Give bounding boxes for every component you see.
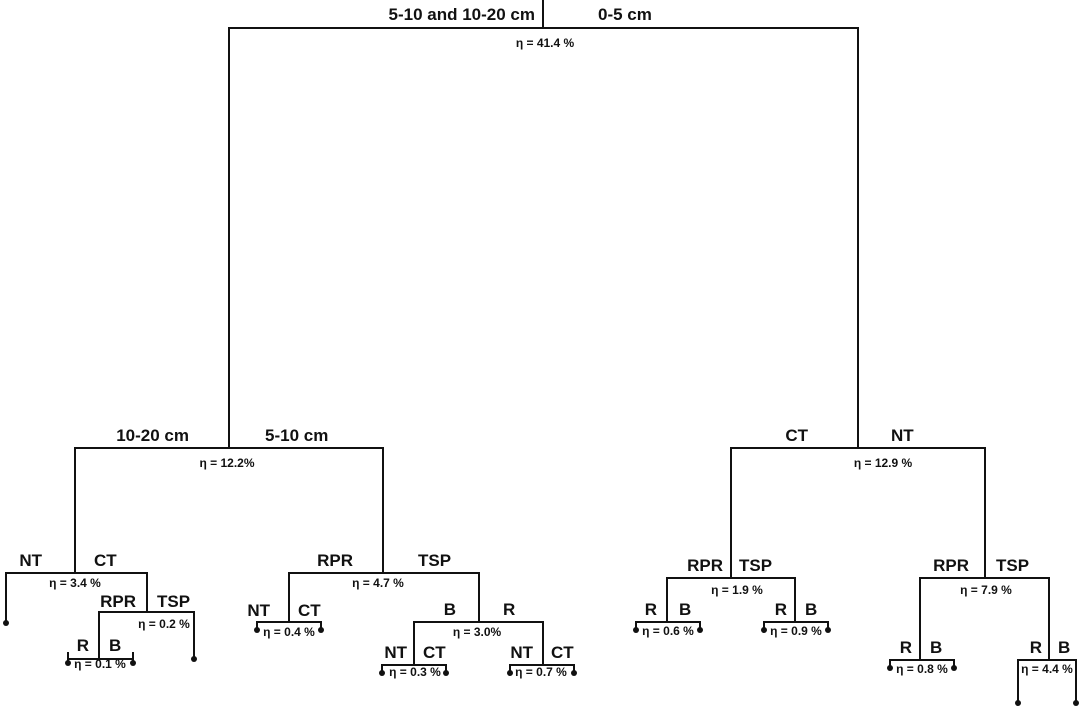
510-tsp-fert-eta-label: η = 3.0% bbox=[453, 625, 502, 639]
depth-eta-label: η = 12.2% bbox=[199, 456, 254, 470]
leaf-dot bbox=[130, 660, 136, 666]
510-rpr-tillage-right-label: CT bbox=[298, 601, 321, 620]
node-1020-tillage: NT CT η = 3.4 % bbox=[3, 551, 148, 626]
root-right-label: 0-5 cm bbox=[598, 5, 652, 24]
1020-ct-rpr-fert-right-label: B bbox=[109, 636, 121, 655]
05-nt-tsp-fert-eta-label: η = 4.4 % bbox=[1021, 662, 1073, 676]
05-nt-tsp-fert-right-label: B bbox=[1058, 638, 1070, 657]
510-tsp-r-tillage-right-label: CT bbox=[551, 643, 574, 662]
1020-ct-residue-left-label: RPR bbox=[100, 592, 136, 611]
05-ct-residue-right-label: TSP bbox=[739, 556, 772, 575]
leaf-dot bbox=[697, 627, 703, 633]
1020-tillage-left-label: NT bbox=[19, 551, 42, 570]
05-nt-residue-left-label: RPR bbox=[933, 556, 969, 575]
leaf-dot bbox=[379, 670, 385, 676]
510-tsp-fert-left-label: B bbox=[444, 600, 456, 619]
node-510-rpr-tillage: NT CT η = 0.4 % bbox=[247, 601, 324, 639]
05-tillage-eta-label: η = 12.9 % bbox=[854, 456, 913, 470]
leaf-dot bbox=[443, 670, 449, 676]
leaf-dot bbox=[887, 665, 893, 671]
510-rpr-tillage-eta-label: η = 0.4 % bbox=[263, 625, 315, 639]
1020-ct-rpr-fert-eta-label: η = 0.1 % bbox=[74, 657, 126, 671]
leaf-dot bbox=[507, 670, 513, 676]
node-1020-ct-rpr-fert: R B η = 0.1 % bbox=[65, 636, 136, 671]
node-510-tsp-fert: B R η = 3.0% bbox=[413, 600, 544, 666]
node-510-residue: RPR TSP η = 4.7 % bbox=[288, 551, 480, 623]
510-tsp-fert-right-label: R bbox=[503, 600, 515, 619]
05-ct-rpr-fert-eta-label: η = 0.6 % bbox=[642, 624, 694, 638]
510-residue-right-label: TSP bbox=[418, 551, 451, 570]
510-tsp-b-tillage-right-label: CT bbox=[423, 643, 446, 662]
1020-ct-residue-right-label: TSP bbox=[157, 592, 190, 611]
510-tsp-r-tillage-left-label: NT bbox=[510, 643, 533, 662]
root-eta-label: η = 41.4 % bbox=[516, 36, 575, 50]
node-510-tsp-b-tillage: NT CT η = 0.3 % bbox=[379, 643, 449, 679]
node-05-nt-residue: RPR TSP η = 7.9 % bbox=[919, 556, 1050, 661]
05-nt-residue-eta-label: η = 7.9 % bbox=[960, 583, 1012, 597]
05-ct-tsp-fert-eta-label: η = 0.9 % bbox=[770, 624, 822, 638]
leaf-dot bbox=[318, 627, 324, 633]
leaf-dot bbox=[825, 627, 831, 633]
leaf-dot bbox=[633, 627, 639, 633]
05-ct-rpr-fert-left-label: R bbox=[645, 600, 657, 619]
node-510-tsp-r-tillage: NT CT η = 0.7 % bbox=[507, 643, 577, 679]
leaf-dot bbox=[254, 627, 260, 633]
node-1020-ct-residue: RPR TSP η = 0.2 % bbox=[98, 592, 197, 662]
node-root: 5-10 and 10-20 cm 0-5 cm η = 41.4 % bbox=[228, 0, 859, 449]
node-05-ct-rpr-fert: R B η = 0.6 % bbox=[633, 600, 703, 638]
node-05-nt-tsp-fert: R B η = 4.4 % bbox=[1015, 638, 1079, 706]
05-ct-residue-left-label: RPR bbox=[687, 556, 723, 575]
leaf-dot bbox=[1015, 700, 1021, 706]
510-residue-left-label: RPR bbox=[317, 551, 353, 570]
node-05-ct-residue: RPR TSP η = 1.9 % bbox=[666, 556, 796, 623]
1020-ct-residue-eta-label: η = 0.2 % bbox=[138, 617, 190, 631]
1020-tillage-right-label: CT bbox=[94, 551, 117, 570]
510-tsp-b-tillage-eta-label: η = 0.3 % bbox=[389, 665, 441, 679]
05-ct-tsp-fert-right-label: B bbox=[805, 600, 817, 619]
node-depth-split: 10-20 cm 5-10 cm η = 12.2% bbox=[74, 426, 384, 574]
05-nt-rpr-fert-left-label: R bbox=[900, 638, 912, 657]
1020-ct-rpr-fert-left-label: R bbox=[77, 636, 89, 655]
510-tsp-r-tillage-eta-label: η = 0.7 % bbox=[515, 665, 567, 679]
05-ct-tsp-fert-left-label: R bbox=[775, 600, 787, 619]
05-nt-tsp-fert-left-label: R bbox=[1030, 638, 1042, 657]
leaf-dot bbox=[65, 660, 71, 666]
depth-left-label: 10-20 cm bbox=[116, 426, 189, 445]
05-ct-residue-eta-label: η = 1.9 % bbox=[711, 583, 763, 597]
node-05-tillage: CT NT η = 12.9 % bbox=[730, 426, 986, 579]
root-left-label: 5-10 and 10-20 cm bbox=[389, 5, 535, 24]
05-nt-rpr-fert-eta-label: η = 0.8 % bbox=[896, 662, 948, 676]
leaf-dot bbox=[571, 670, 577, 676]
node-05-nt-rpr-fert: R B η = 0.8 % bbox=[887, 638, 957, 676]
1020-tillage-eta-label: η = 3.4 % bbox=[49, 576, 101, 590]
510-tsp-b-tillage-left-label: NT bbox=[384, 643, 407, 662]
leaf-dot bbox=[191, 656, 197, 662]
510-rpr-tillage-left-label: NT bbox=[247, 601, 270, 620]
05-tillage-left-label: CT bbox=[785, 426, 808, 445]
05-ct-rpr-fert-right-label: B bbox=[679, 600, 691, 619]
leaf-dot bbox=[1073, 700, 1079, 706]
leaf-dot bbox=[951, 665, 957, 671]
510-residue-eta-label: η = 4.7 % bbox=[352, 576, 404, 590]
depth-right-label: 5-10 cm bbox=[265, 426, 328, 445]
leaf-dot bbox=[3, 620, 9, 626]
leaf-dot bbox=[761, 627, 767, 633]
05-nt-residue-right-label: TSP bbox=[996, 556, 1029, 575]
node-05-ct-tsp-fert: R B η = 0.9 % bbox=[761, 600, 831, 638]
05-nt-rpr-fert-right-label: B bbox=[930, 638, 942, 657]
05-tillage-right-label: NT bbox=[891, 426, 914, 445]
